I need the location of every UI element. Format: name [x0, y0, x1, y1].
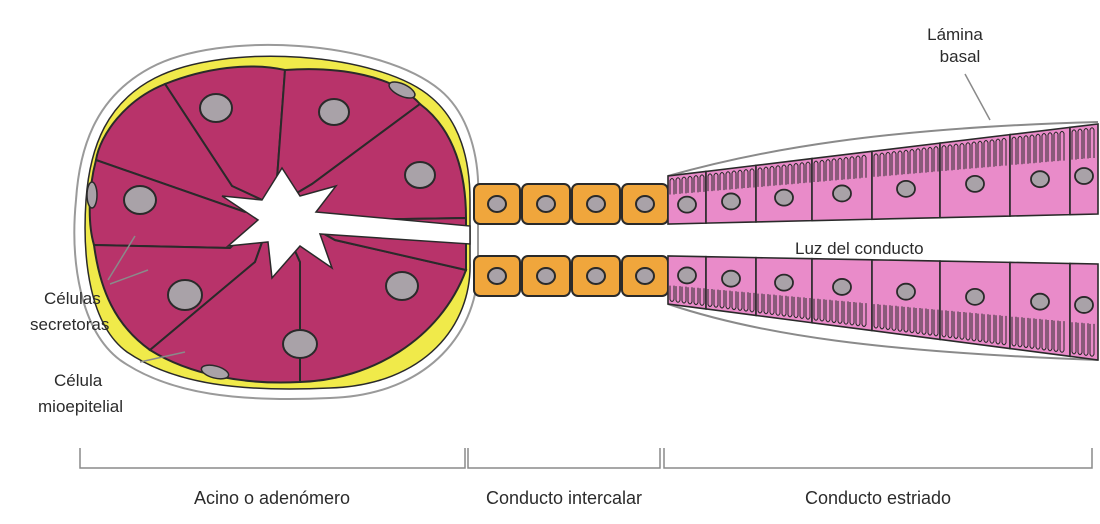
nucleus [319, 99, 349, 125]
nucleus [966, 289, 984, 305]
nucleus [833, 185, 851, 201]
nucleus [678, 267, 696, 283]
myoepithelial-nucleus [87, 182, 97, 208]
label-celulas-2: secretoras [30, 315, 109, 334]
nucleus [678, 197, 696, 213]
nucleus [488, 268, 506, 284]
nucleus [775, 190, 793, 206]
label-celula-2: mioepitelial [38, 397, 123, 416]
label-lamina-basal-2: basal [940, 47, 981, 66]
nucleus [168, 280, 202, 310]
label-lamina-basal-1: Lámina [927, 25, 983, 44]
nucleus [537, 196, 555, 212]
nucleus [405, 162, 435, 188]
nucleus [722, 193, 740, 209]
nucleus [966, 176, 984, 192]
nucleus [775, 275, 793, 291]
nucleus [537, 268, 555, 284]
nucleus [124, 186, 156, 214]
nucleus [283, 330, 317, 358]
nucleus [1031, 171, 1049, 187]
nucleus [722, 271, 740, 287]
section-acino: Acino o adenómero [194, 488, 350, 508]
nucleus [897, 181, 915, 197]
nucleus [587, 268, 605, 284]
nucleus [386, 272, 418, 300]
section-intercalar: Conducto intercalar [486, 488, 642, 508]
label-celulas-1: Células [44, 289, 101, 308]
label-luz-conducto: Luz del conducto [795, 239, 924, 258]
nucleus [1075, 168, 1093, 184]
nucleus [1031, 294, 1049, 310]
section-estriado: Conducto estriado [805, 488, 951, 508]
nucleus [587, 196, 605, 212]
nucleus [488, 196, 506, 212]
nucleus [636, 196, 654, 212]
nucleus [636, 268, 654, 284]
nucleus [1075, 297, 1093, 313]
nucleus [897, 284, 915, 300]
nucleus [200, 94, 232, 122]
nucleus [833, 279, 851, 295]
label-celula-1: Célula [54, 371, 103, 390]
